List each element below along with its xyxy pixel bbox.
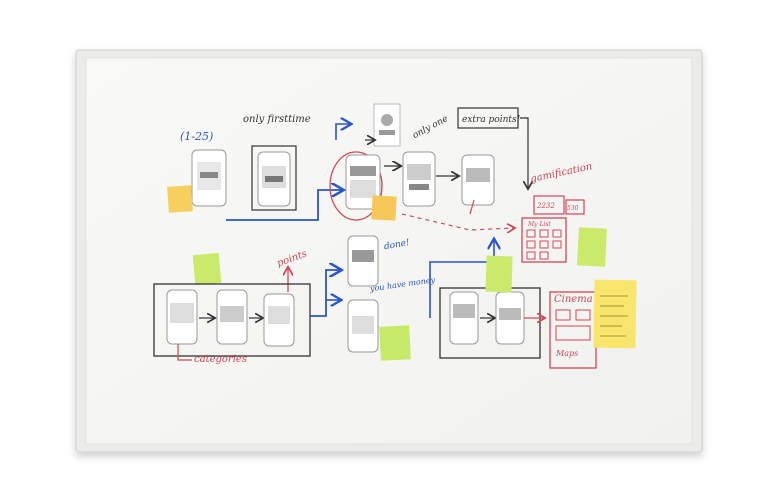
gamification-sketch: 2232 530 My List <box>521 195 585 263</box>
svg-text:2232: 2232 <box>536 202 555 210</box>
label-extra-points: extra points! <box>462 115 521 125</box>
red-arrow <box>469 199 475 215</box>
phone-sketch <box>461 154 495 206</box>
phone-sketch <box>449 291 479 345</box>
phone-sketch <box>402 151 436 207</box>
black-arrow <box>520 117 528 188</box>
red-arrow <box>177 344 192 361</box>
sticky-scribble <box>600 295 628 337</box>
sticky-note <box>485 255 513 293</box>
blue-arrow <box>310 270 340 317</box>
phone-sketch <box>495 291 525 345</box>
sticky-note <box>577 227 607 267</box>
phone-sketch <box>257 151 291 207</box>
sticky-note <box>192 252 222 286</box>
phone-sketch <box>347 299 379 353</box>
phone-sketch <box>347 235 379 287</box>
red-circle <box>329 151 383 221</box>
label-categories: categories <box>194 354 247 365</box>
svg-text:Cinema: Cinema <box>554 294 593 305</box>
blue-arrow <box>429 240 494 318</box>
sticky-note <box>167 185 193 213</box>
frame-box <box>153 283 311 357</box>
label-only-first-time: only firsttime <box>243 114 311 125</box>
red-dashed-arrow <box>401 213 514 230</box>
sticky-note <box>593 279 637 349</box>
label-done: done! <box>383 238 411 252</box>
phone-sketch <box>216 289 248 345</box>
frame-box <box>457 107 519 129</box>
paper-card <box>373 103 401 147</box>
svg-text:530: 530 <box>567 205 579 212</box>
label-range: (1-25) <box>180 130 213 143</box>
phone-sketch <box>345 154 381 210</box>
phone-sketch <box>166 289 198 345</box>
svg-text:My List: My List <box>527 221 551 228</box>
svg-text:Maps: Maps <box>555 349 578 358</box>
sticky-note <box>371 195 397 221</box>
blue-arrow <box>335 124 350 140</box>
frame-box <box>251 145 297 211</box>
sticky-note <box>379 325 411 361</box>
phone-sketch <box>191 149 227 207</box>
phone-sketch <box>263 293 295 347</box>
